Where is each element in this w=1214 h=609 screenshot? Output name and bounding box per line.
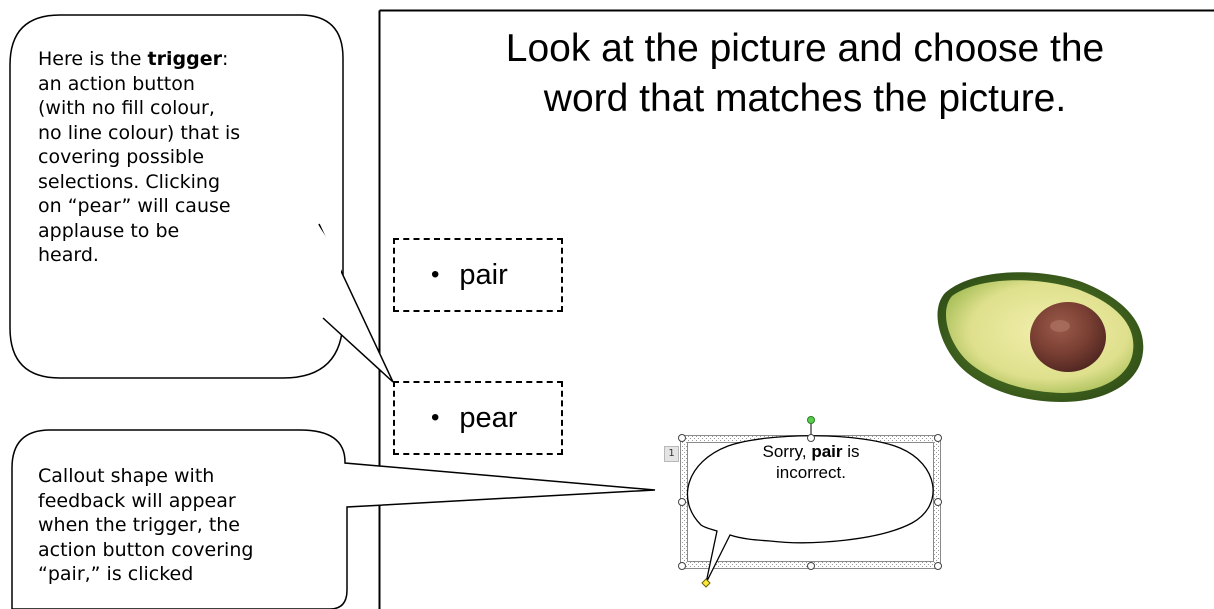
resize-handle-ne[interactable] — [934, 434, 942, 442]
option-pear-trigger[interactable]: • pear — [393, 381, 563, 455]
resize-handle-e[interactable] — [934, 498, 942, 506]
resize-handle-s[interactable] — [807, 562, 815, 570]
feedback-shape-selection[interactable] — [678, 416, 942, 588]
resize-handle-sw[interactable] — [678, 562, 686, 570]
avocado-picture — [937, 272, 1144, 402]
resize-handle-n[interactable] — [807, 434, 815, 442]
resize-handle-nw[interactable] — [678, 434, 686, 442]
resize-handle-w[interactable] — [678, 498, 686, 506]
feedback-speech-bubble[interactable] — [686, 435, 934, 584]
animation-order-tag: 1 — [664, 446, 679, 462]
feedback-note-shape — [11, 429, 656, 609]
trigger-note-text: Here is the trigger:an action button(wit… — [38, 48, 241, 266]
option-pair-trigger[interactable]: • pair — [393, 238, 563, 312]
option-pear-label: pear — [459, 401, 518, 434]
rotate-handle[interactable] — [807, 416, 815, 424]
option-pair-label: pair — [459, 258, 508, 291]
resize-handle-se[interactable] — [934, 562, 942, 570]
tail-adjust-handle[interactable] — [701, 578, 711, 588]
trigger-note-shape — [9, 14, 344, 379]
